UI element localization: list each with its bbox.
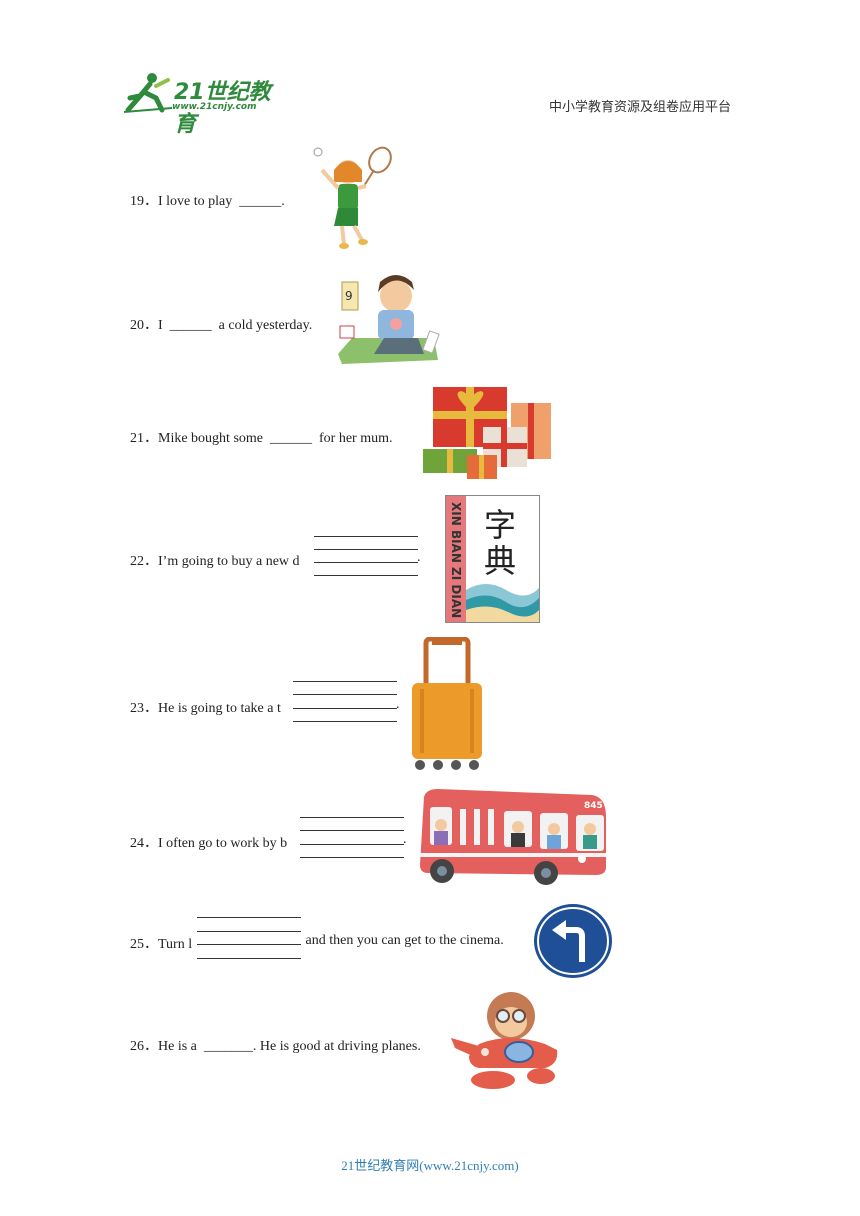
dictionary-spine-text: XIN BIAN ZI DIAN xyxy=(449,502,463,619)
dictionary-book-icon: XIN BIAN ZI DIAN 字 典 xyxy=(445,495,540,623)
logo-url: www.21cnjy.com xyxy=(172,102,257,112)
answer-line xyxy=(197,944,301,945)
dictionary-char-1: 字 xyxy=(484,506,517,544)
answer-line xyxy=(300,844,404,845)
answer-line xyxy=(293,681,397,682)
answer-line xyxy=(314,575,418,576)
runner-logo-icon xyxy=(123,73,173,113)
question-21: 21．Mike bought some ______ for her mum. xyxy=(130,431,393,446)
question-25-prefix: 25．Turn l xyxy=(130,937,193,952)
question-19: 19．I love to play ______. xyxy=(130,194,285,209)
answer-line xyxy=(197,917,301,918)
answer-line xyxy=(300,817,404,818)
question-23-suffix: . xyxy=(396,697,400,712)
question-22-suffix: . xyxy=(417,550,421,565)
sick-boy-icon: 9 xyxy=(338,275,440,364)
answer-line xyxy=(293,694,397,695)
pilot-plane-icon xyxy=(451,992,558,1089)
logo-text: 21世纪教育 xyxy=(174,80,271,137)
question-22-prefix: 22．I’m going to buy a new d xyxy=(130,554,300,569)
bus-number: 845 xyxy=(584,801,603,811)
answer-line xyxy=(293,721,397,722)
answer-line xyxy=(293,708,397,709)
header-tagline: 中小学教育资源及组卷应用平台 xyxy=(549,100,732,115)
gift-boxes-icon xyxy=(423,387,551,479)
girl-badminton-icon xyxy=(313,146,392,249)
wave-decoration-icon xyxy=(466,584,539,622)
question-20: 20．I ______ a cold yesterday. xyxy=(130,318,313,333)
dictionary-char-2: 典 xyxy=(484,542,517,580)
question-25-suffix: and then you can get to the cinema. xyxy=(302,933,504,948)
left-turn-sign-icon xyxy=(534,904,612,978)
suitcase-icon xyxy=(412,637,482,770)
site-logo: 21世纪教育 www.21cnjy.com xyxy=(122,70,292,137)
answer-line xyxy=(314,562,418,563)
question-26: 26．He is a _______. He is good at drivin… xyxy=(130,1039,421,1054)
question-24-suffix: . xyxy=(403,832,407,847)
answer-line xyxy=(300,857,404,858)
calendar-number: 9 xyxy=(345,289,353,303)
answer-line xyxy=(197,931,301,932)
footer-text: 21世纪教育网(www.21cnjy.com) xyxy=(341,1158,519,1173)
answer-line xyxy=(300,830,404,831)
answer-line xyxy=(314,549,418,550)
question-23-prefix: 23．He is going to take a t xyxy=(130,701,281,716)
answer-line xyxy=(314,536,418,537)
bus-icon: 845 xyxy=(416,787,610,887)
answer-line xyxy=(197,958,301,959)
question-24-prefix: 24．I often go to work by b xyxy=(130,836,288,851)
